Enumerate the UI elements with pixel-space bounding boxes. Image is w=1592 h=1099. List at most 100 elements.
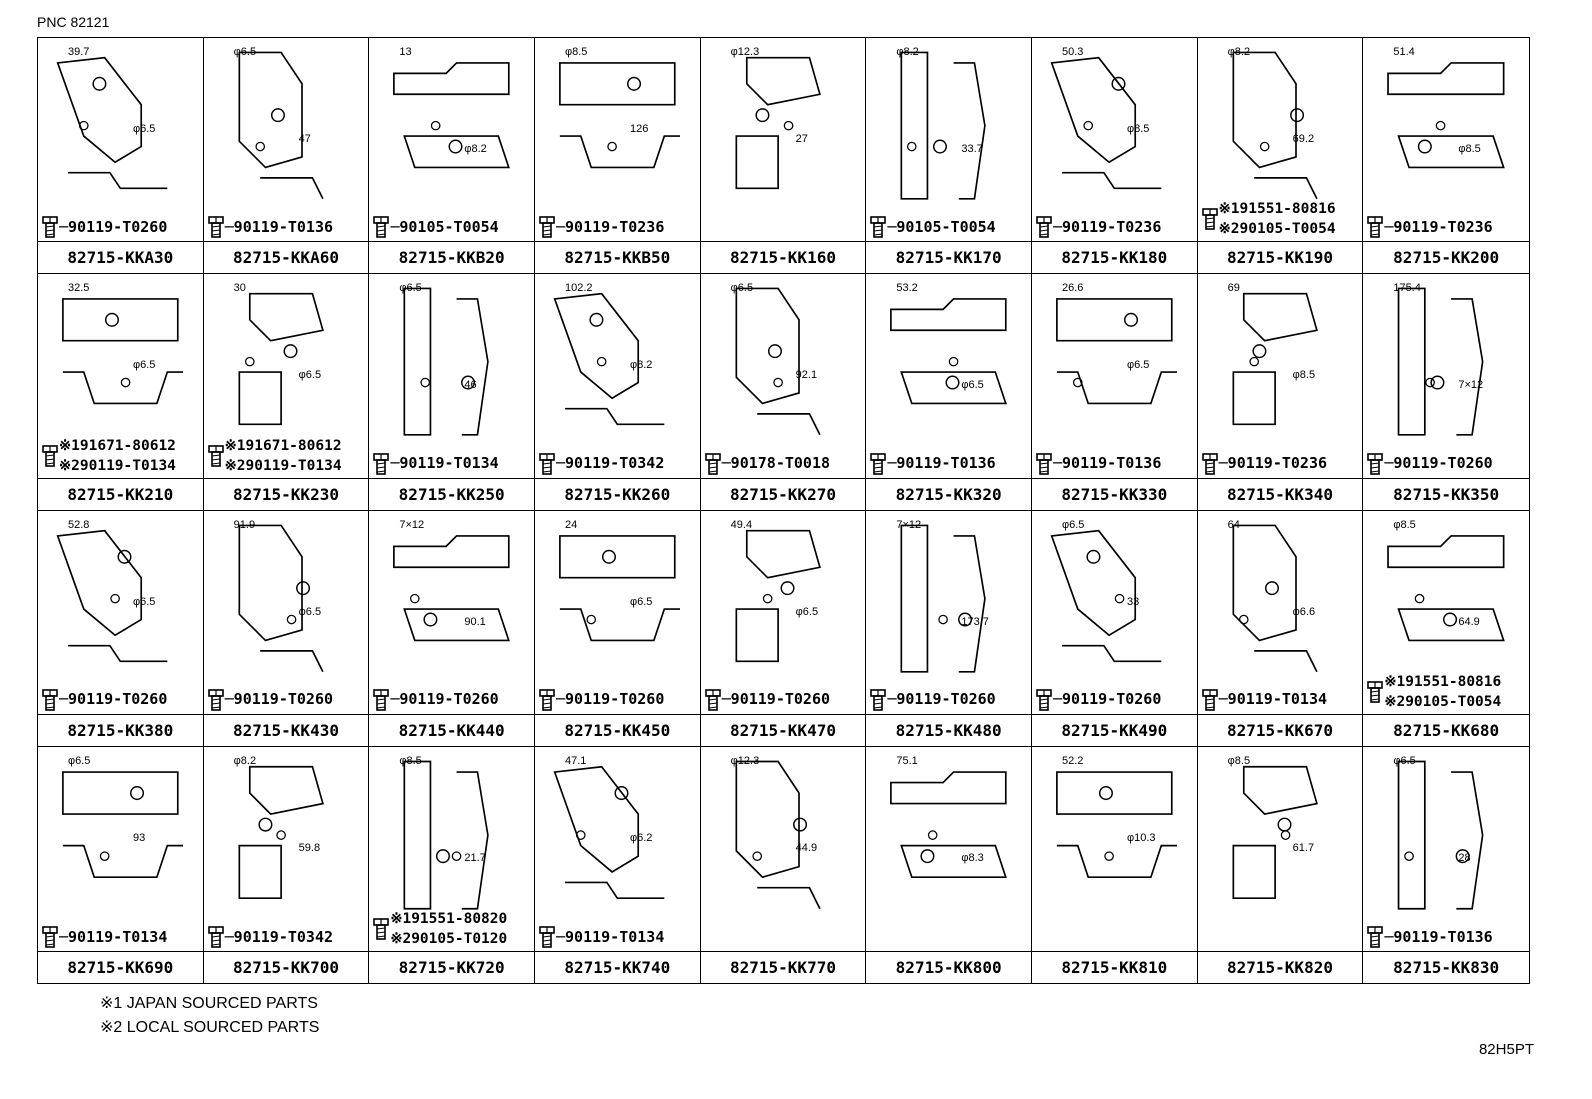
- part-number[interactable]: 82715-KK480: [866, 713, 1031, 746]
- part-number[interactable]: 82715-KK180: [1032, 241, 1197, 273]
- dimension-label: 28: [1458, 851, 1471, 864]
- dimension-label: 53.2: [896, 282, 918, 295]
- bolt-part-number: ─90119-T0260: [887, 690, 996, 709]
- bolt-part-number: ─90119-T0342: [224, 927, 334, 946]
- part-illustration: [1202, 515, 1359, 682]
- part-number[interactable]: 82715-KK670: [1197, 713, 1363, 746]
- part-number[interactable]: 82715-KK350: [1363, 477, 1529, 510]
- dimension-label: 24: [565, 518, 578, 531]
- part-number[interactable]: 82715-KKA30: [38, 241, 203, 273]
- dimension-label: φ8.5: [565, 46, 588, 58]
- bracket-drawing: [1050, 529, 1162, 662]
- bolt-callout: ※191551-80816※290105-T0054: [1366, 672, 1501, 712]
- part-number[interactable]: 82715-KKB50: [535, 241, 700, 273]
- bolt-part-number: ※290105-T0054: [1218, 221, 1336, 238]
- part-number[interactable]: 82715-KK800: [866, 951, 1031, 983]
- part-number[interactable]: 82715-KK700: [203, 951, 369, 983]
- part-number[interactable]: 82715-KK690: [38, 951, 203, 983]
- part-illustration: [539, 751, 696, 919]
- part-number[interactable]: 82715-KK830: [1363, 951, 1529, 983]
- part-number[interactable]: 82715-KK770: [700, 951, 866, 983]
- dimension-label: 49.4: [730, 518, 753, 531]
- part-illustration: [539, 42, 696, 209]
- part-number[interactable]: 82715-KK810: [1032, 951, 1197, 983]
- dimension-label: 32.5: [68, 282, 90, 295]
- part-number[interactable]: 82715-KK210: [38, 477, 203, 510]
- bolt-icon: [373, 688, 390, 711]
- part-number[interactable]: 82715-KK250: [369, 477, 534, 510]
- part-number[interactable]: 82715-KK680: [1363, 713, 1529, 746]
- dimension-label: 64.9: [1458, 615, 1480, 628]
- part-number[interactable]: 82715-KKB20: [369, 241, 534, 273]
- part-number[interactable]: 82715-KK820: [1197, 951, 1363, 983]
- part-number[interactable]: 82715-KK230: [203, 477, 369, 510]
- dimension-label: φ12.3: [730, 46, 760, 58]
- dimension-label: φ6.5: [630, 595, 653, 608]
- part-number[interactable]: 82715-KK340: [1197, 477, 1363, 510]
- dimension-label: φ6.5: [233, 46, 257, 58]
- dimension-label: φ6.5: [298, 369, 322, 382]
- dimension-label: 90.1: [464, 615, 486, 628]
- part-number[interactable]: 82715-KK270: [700, 477, 866, 510]
- bolt-icon: [870, 216, 887, 239]
- part-number[interactable]: 82715-KK190: [1197, 241, 1363, 273]
- bolt-icon: [870, 688, 887, 711]
- bolt-callout: ─90119-T0134: [372, 452, 499, 476]
- part-number[interactable]: 82715-KK440: [369, 713, 534, 746]
- part-number[interactable]: 82715-KK470: [700, 713, 866, 746]
- bolt-callout: ─90119-T0136: [1366, 925, 1493, 949]
- dimension-label: φ6.5: [1062, 518, 1085, 531]
- bolt-callout: ─90119-T0260: [538, 688, 664, 712]
- part-number[interactable]: 82715-KK320: [866, 477, 1031, 510]
- part-number[interactable]: 82715-KK170: [866, 241, 1031, 273]
- part-number[interactable]: 82715-KK720: [369, 951, 534, 983]
- part-illustration: [705, 278, 862, 445]
- part-number[interactable]: 82715-KK330: [1032, 477, 1197, 510]
- bolt-callout: ※191671-80612※290119-T0134: [41, 436, 176, 476]
- bolt-icon: [373, 216, 390, 239]
- dimension-label: 59.8: [298, 841, 321, 854]
- part-illustration: [373, 751, 530, 919]
- part-illustration: [208, 751, 365, 919]
- bolt-callout: ─90119-T0260: [704, 688, 830, 712]
- dimension-label: φ6.5: [730, 282, 754, 295]
- bolt-icon: [539, 452, 555, 475]
- bracket-drawing: [403, 287, 490, 436]
- bolt-icon: [539, 216, 555, 239]
- bolt-part-number: ─90105-T0054: [887, 217, 996, 236]
- bracket-drawing: [1398, 287, 1484, 436]
- part-number[interactable]: 82715-KK430: [203, 713, 369, 746]
- bolt-part-number: ─90119-T0136: [224, 217, 334, 236]
- bolt-callout: ─90119-T0260: [41, 688, 167, 712]
- bracket-drawing: [393, 534, 511, 641]
- dimension-label: φ6.5: [68, 754, 91, 767]
- part-number[interactable]: 82715-KK260: [535, 477, 700, 510]
- bolt-part-number: ─90119-T0134: [1218, 690, 1328, 709]
- bracket-drawing: [238, 293, 324, 426]
- part-number[interactable]: 82715-KK380: [38, 713, 203, 746]
- part-number[interactable]: 82715-KK450: [535, 713, 700, 746]
- part-number[interactable]: 82715-KK490: [1032, 713, 1197, 746]
- part-number[interactable]: 82715-KK740: [535, 951, 700, 983]
- bracket-drawing: [553, 765, 665, 899]
- dimension-label: 175.4: [1393, 282, 1421, 295]
- bolt-part-number: ─90119-T0260: [224, 690, 334, 709]
- bracket-drawing: [559, 62, 680, 169]
- bolt-part-number: ─90119-T0260: [1384, 454, 1493, 472]
- part-illustration: [870, 751, 1027, 919]
- dimension-label: 75.1: [896, 754, 918, 767]
- dimension-label: φ6.5: [133, 123, 156, 135]
- part-number[interactable]: 82715-KKA60: [203, 241, 369, 273]
- bracket-drawing: [62, 298, 183, 405]
- dimension-label: φ8.2: [233, 754, 257, 767]
- part-number[interactable]: 82715-KK160: [700, 241, 866, 273]
- part-number[interactable]: 82715-KK200: [1363, 241, 1529, 273]
- bolt-icon: [1367, 680, 1384, 703]
